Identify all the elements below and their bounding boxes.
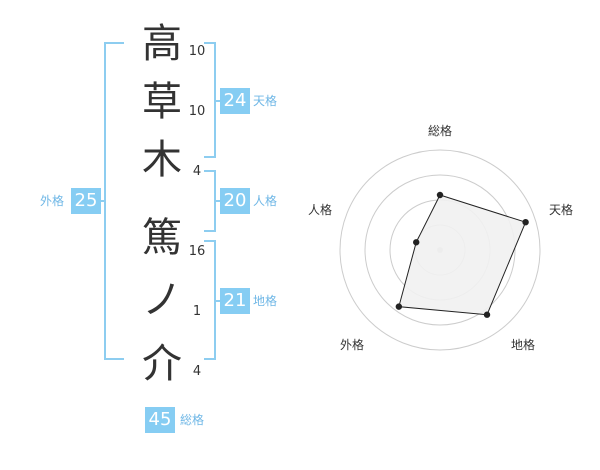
jinkaku-value-badge: 20 bbox=[220, 188, 250, 214]
radar-grid-ring bbox=[364, 174, 516, 326]
soukaku-value-badge: 45 bbox=[145, 407, 175, 433]
tenkaku-connector bbox=[214, 100, 220, 102]
name-char-4: 篤 bbox=[142, 215, 182, 261]
stroke-count-2: 10 bbox=[188, 104, 206, 119]
radar-axis-label-jinkaku: 人格 bbox=[308, 203, 333, 217]
radar-grid-ring bbox=[339, 149, 541, 351]
gaikaku-value-badge: 25 bbox=[71, 188, 101, 214]
stroke-count-5: 1 bbox=[192, 304, 202, 319]
radar-series-polygon bbox=[398, 194, 527, 316]
radar-point-4 bbox=[413, 239, 420, 246]
jinkaku-label: 人格 bbox=[253, 194, 278, 208]
radar-axis-label-tenkaku: 天格 bbox=[549, 203, 574, 217]
tenkaku-value-badge: 24 bbox=[220, 88, 250, 114]
name-char-3: 木 bbox=[142, 137, 182, 183]
name-char-1: 高 bbox=[142, 21, 182, 67]
radar-point-1 bbox=[522, 218, 529, 226]
gaikaku-connector bbox=[96, 200, 106, 202]
radar-axis-label-chikaku: 地格 bbox=[511, 338, 536, 352]
name-char-2: 草 bbox=[142, 79, 182, 125]
radar-axis-label-soukaku: 総格 bbox=[428, 124, 453, 138]
chikaku-value-badge: 21 bbox=[220, 288, 250, 314]
radar-point-2 bbox=[483, 311, 491, 318]
jinkaku-connector bbox=[214, 200, 220, 202]
radar-axis-label-gaikaku: 外格 bbox=[340, 338, 365, 352]
stroke-count-1: 10 bbox=[188, 44, 206, 59]
chikaku-label: 地格 bbox=[253, 294, 278, 308]
stroke-count-3: 4 bbox=[192, 164, 202, 179]
soukaku-label: 総格 bbox=[180, 413, 205, 427]
chikaku-connector bbox=[214, 300, 220, 302]
name-char-6: 介 bbox=[142, 341, 182, 387]
stroke-count-6: 4 bbox=[192, 364, 202, 379]
stroke-count-4: 16 bbox=[188, 244, 206, 259]
tenkaku-label: 天格 bbox=[253, 94, 278, 108]
name-char-5: ノ bbox=[142, 277, 182, 323]
gaikaku-label: 外格 bbox=[40, 194, 65, 208]
radar-point-3 bbox=[395, 303, 403, 310]
radar-point-0 bbox=[436, 191, 444, 199]
